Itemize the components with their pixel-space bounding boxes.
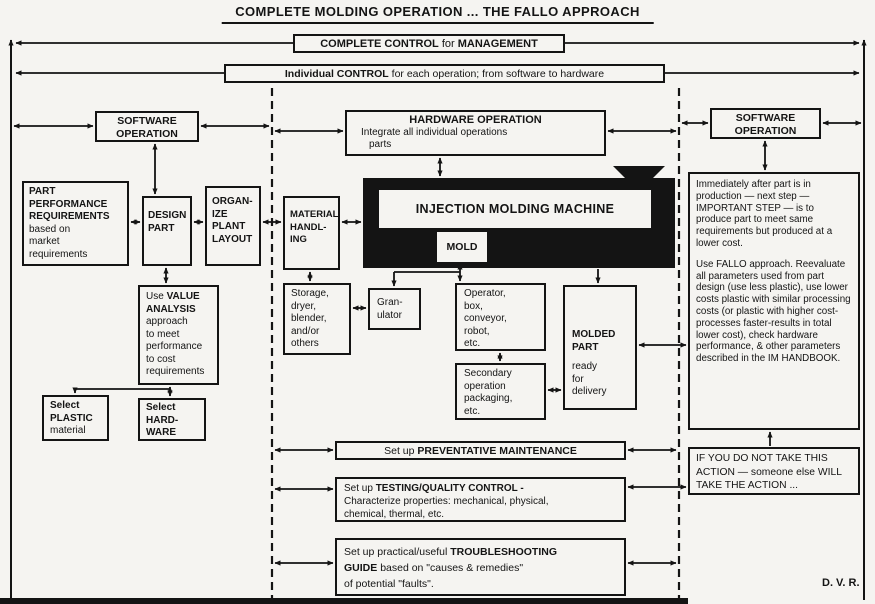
value-analysis-bold-value: VALUE (166, 291, 200, 302)
testing-bold1: TESTING/QUALITY CONTROL - (375, 483, 524, 494)
hardware-operation-line2: Integrate all individual operations (361, 126, 508, 138)
troubleshooting-plain2: based on "causes & remedies" (380, 562, 524, 574)
select-plastic-material-box: Select PLASTIC material (42, 395, 109, 441)
testing-plain1: Set up (344, 483, 373, 494)
part-performance-requirements-box: PART PERFORMANCE REQUIREMENTS based on m… (22, 181, 129, 266)
testing-quality-control-box: Set up TESTING/QUALITY CONTROL - Charact… (335, 477, 626, 522)
management-bar-bold1: COMPLETE CONTROL (320, 38, 439, 50)
hardware-operation-heading: HARDWARE OPERATION (409, 114, 542, 126)
hopper-icon (613, 166, 665, 179)
troubleshooting-plain1: Set up practical/useful (344, 546, 448, 558)
diagram-title: COMPLETE MOLDING OPERATION ... THE FALLO… (221, 4, 654, 24)
left-software-operation-box: SOFTWARE OPERATION (95, 111, 199, 142)
select-hardware-box: Select HARD- WARE (138, 398, 206, 441)
mold-box: MOLD (437, 232, 487, 262)
preventative-plain: Set up (384, 445, 415, 457)
material-handling-box: MATERIAL HANDL- ING (283, 196, 340, 270)
management-bar-plain: for (441, 38, 455, 50)
secondary-operation-box: Secondary operation packaging, etc. (455, 363, 546, 420)
value-analysis-use: Use (146, 291, 164, 302)
design-part-box: DESIGN PART (142, 196, 192, 266)
preventative-bold: PREVENTATIVE MAINTENANCE (417, 445, 577, 457)
hardware-operation-line3: parts (369, 139, 392, 150)
right-software-operation-box: SOFTWARE OPERATION (710, 108, 821, 139)
management-bar-bold2: MANAGEMENT (457, 38, 538, 50)
injection-molding-machine-label: INJECTION MOLDING MACHINE (379, 190, 651, 228)
signature-initials: D. V. R. (822, 577, 860, 589)
molded-part-box: MOLDED PART ready for delivery (563, 285, 637, 410)
hardware-operation-box: HARDWARE OPERATION Integrate all individ… (345, 110, 606, 156)
individual-control-bar: Individual CONTROL for each operation; f… (224, 64, 665, 83)
troubleshooting-plain3: of potential "faults". (344, 578, 434, 590)
fallo-paragraph-2: Use FALLO approach. Reevaluate all param… (696, 258, 851, 365)
preventative-maintenance-bar: Set up PREVENTATIVE MAINTENANCE (335, 441, 626, 460)
operator-conveyor-robot-box: Operator, box, conveyor, robot, etc. (455, 283, 546, 351)
individual-bar-bold: Individual CONTROL (284, 68, 389, 80)
part-performance-bold-text: PART PERFORMANCE REQUIREMENTS (29, 186, 110, 222)
fallo-paragraph-1: Immediately after part is in production … (696, 179, 833, 249)
value-analysis-box: Use VALUE ANALYSIS approach to meet perf… (138, 285, 219, 385)
molded-part-bold-text: MOLDED PART (572, 329, 616, 353)
part-performance-plain-text: based on market requirements (29, 223, 88, 260)
fallo-instructions-box: Immediately after part is in production … (688, 172, 860, 430)
take-action-warning-box: IF YOU DO NOT TAKE THIS ACTION — someone… (688, 447, 860, 495)
select-plastic-plain-text: material (50, 425, 86, 436)
storage-dryer-blender-box: Storage, dryer, blender, and/or others (283, 283, 351, 355)
bottom-page-edge (0, 598, 688, 604)
management-control-bar: COMPLETE CONTROL for MANAGEMENT (293, 34, 565, 53)
individual-bar-plain: for each operation; from software to har… (391, 68, 605, 80)
molded-part-plain-text: ready for delivery (572, 361, 607, 397)
troubleshooting-guide-box: Set up practical/useful TROUBLESHOOTING … (335, 538, 626, 596)
value-analysis-bold-analysis: ANALYSIS (146, 303, 196, 315)
organize-plant-layout-box: ORGAN- IZE PLANT LAYOUT (205, 186, 261, 266)
troubleshooting-bold1: TROUBLESHOOTING (450, 546, 557, 558)
troubleshooting-bold2: GUIDE (344, 562, 378, 574)
value-analysis-plain-text: approach to meet performance to cost req… (146, 316, 205, 377)
granulator-box: Gran- ulator (368, 288, 421, 330)
testing-lines: Characterize properties: mechanical, phy… (344, 496, 549, 520)
select-plastic-bold-text: Select PLASTIC (50, 400, 93, 424)
